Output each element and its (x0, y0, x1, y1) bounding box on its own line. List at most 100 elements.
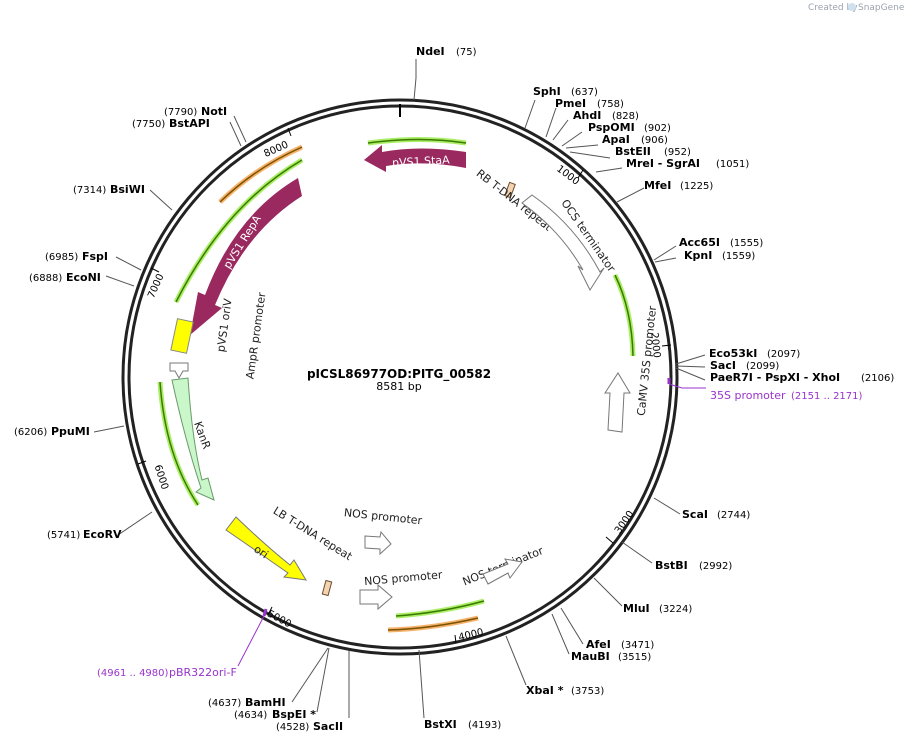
svg-text:(828): (828) (612, 111, 639, 122)
site-apaI[interactable]: ApaI (906) (602, 133, 668, 146)
feature-camv-label: CaMV 35S promoter (635, 305, 660, 417)
svg-text:(6985): (6985) (45, 252, 78, 263)
svg-text:(5741): (5741) (47, 530, 80, 541)
site-xbaI[interactable]: XbaI * (3753) (526, 684, 604, 697)
svg-text:(4193): (4193) (468, 720, 501, 731)
tick-2000: 2000 (648, 332, 672, 359)
site-leaders (93, 59, 706, 719)
svg-text:KpnI: KpnI (684, 249, 712, 262)
svg-text:(2106): (2106) (861, 373, 894, 384)
orf-bottom-green (395, 598, 485, 619)
primer-pBR322ori[interactable]: (4961 .. 4980) pBR322ori-F (97, 608, 268, 679)
orf-repA (173, 157, 304, 304)
site-pspOMI[interactable]: PspOMI(902) (588, 121, 671, 134)
site-mfeI[interactable]: MfeI(1225) (644, 179, 713, 192)
site-notI[interactable]: (7790)NotI (164, 105, 227, 118)
feature-ampr[interactable] (169, 362, 189, 380)
feature-repA[interactable] (190, 178, 302, 335)
svg-text:SphI: SphI (533, 85, 561, 98)
feature-nosp2-label: NOS promoter (364, 568, 444, 588)
svg-text:XbaI *: XbaI * (526, 684, 564, 697)
site-ndeI[interactable]: NdeI (75) (416, 45, 477, 58)
site-eco53kI[interactable]: Eco53kI(2097) (709, 347, 800, 360)
svg-text:(7314): (7314) (73, 185, 106, 196)
feature-ocs[interactable] (521, 194, 605, 292)
credit-brand: SnapGene (858, 3, 905, 13)
svg-text:SacII: SacII (313, 720, 343, 733)
svg-text:(4634): (4634) (234, 710, 267, 721)
site-sacI[interactable]: SacI(2099) (710, 359, 779, 372)
feature-staA[interactable] (364, 145, 466, 172)
backbone-outer (121, 98, 679, 656)
site-bsiWI[interactable]: (7314)BsiWI (73, 183, 145, 196)
snapgene-logo-icon (848, 3, 856, 11)
site-bstAPI[interactable]: (7750)BstAPI (132, 117, 210, 130)
site-acc65I[interactable]: Acc65I(1555) (679, 236, 763, 249)
site-bstXI[interactable]: BstXI (4193) (424, 718, 501, 731)
svg-text:(75): (75) (456, 47, 477, 58)
svg-text:BamHI: BamHI (245, 696, 286, 709)
svg-text:(3224): (3224) (659, 604, 692, 615)
site-ppuMI[interactable]: (6206)PpuMI (14, 425, 90, 438)
plasmid-length: 8581 bp (376, 380, 421, 393)
feature-camv35s[interactable] (604, 372, 631, 433)
site-ecoRV[interactable]: (5741)EcoRV (47, 528, 122, 541)
svg-text:(758): (758) (597, 99, 624, 110)
site-ecoNI[interactable]: (6888) EcoNI (29, 271, 101, 284)
site-afeI[interactable]: AfeI(3471) (586, 638, 654, 651)
svg-text:BstXI: BstXI (424, 718, 457, 731)
feature-ampr-label: AmpR promoter (243, 291, 268, 380)
svg-text:6000: 6000 (152, 464, 170, 492)
svg-text:(6888): (6888) (29, 273, 62, 284)
svg-text:(2744): (2744) (717, 510, 750, 521)
feature-oriV[interactable] (170, 318, 194, 354)
plasmid-name: pICSL86977OD:PITG_00582 (307, 367, 491, 382)
site-fspI[interactable]: (6985)FspI (45, 250, 108, 263)
svg-text:MfeI: MfeI (644, 179, 671, 192)
svg-text:(952): (952) (664, 147, 691, 158)
site-kpnI[interactable]: KpnI(1559) (684, 249, 755, 262)
site-sacII[interactable]: (4528)SacII (276, 720, 343, 733)
svg-text:(3515): (3515) (618, 652, 651, 663)
site-sphI[interactable]: SphI (637) (533, 85, 598, 98)
svg-text:NdeI: NdeI (416, 45, 445, 58)
svg-text:ApaI: ApaI (602, 133, 630, 146)
feature-staA-label: pVS1 StaA (392, 153, 451, 169)
svg-text:(2099): (2099) (746, 361, 779, 372)
site-mauBI[interactable]: MauBI(3515) (571, 650, 651, 663)
feature-ori[interactable] (225, 516, 307, 581)
svg-text:(906): (906) (641, 135, 668, 146)
svg-text:1000: 1000 (554, 164, 581, 188)
primer-35S[interactable]: 35S promoter (2151 .. 2171) (667, 378, 863, 402)
feature-nosp1-label: NOS promoter (343, 506, 423, 527)
svg-text:(3753): (3753) (571, 686, 604, 697)
svg-text:(637): (637) (571, 87, 598, 98)
feature-nosp2[interactable] (359, 583, 393, 611)
feature-lb[interactable] (321, 579, 333, 597)
site-bstBI[interactable]: BstBI(2992) (655, 559, 732, 572)
feature-nosp1[interactable] (364, 530, 392, 556)
svg-text:PmeI: PmeI (555, 97, 586, 110)
feature-rb[interactable] (504, 181, 516, 199)
feature-nost[interactable] (482, 558, 523, 585)
svg-text:(1555): (1555) (730, 238, 763, 249)
svg-text:NotI: NotI (201, 105, 227, 118)
svg-text:AfeI: AfeI (586, 638, 611, 651)
site-pmeI[interactable]: PmeI (758) (555, 97, 624, 110)
svg-text:(2992): (2992) (699, 561, 732, 572)
site-bstEII[interactable]: BstEII(952) (615, 145, 691, 158)
feature-lb-label: LB T-DNA repeat (271, 504, 355, 563)
feature-kanr[interactable] (171, 377, 215, 501)
site-paeR7I-pspXI-xhoI[interactable]: PaeR7I - PspXI - XhoI(2106) (710, 371, 894, 384)
site-ahdI[interactable]: AhdI(828) (573, 109, 639, 122)
svg-text:BspEI *: BspEI * (272, 708, 316, 721)
site-bspEI[interactable]: (4634) BspEI * (234, 708, 316, 721)
svg-text:EcoNI: EcoNI (66, 271, 101, 284)
svg-text:(902): (902) (644, 123, 671, 134)
credit-prefix: Created by (808, 3, 858, 13)
site-bamHI[interactable]: (4637)BamHI (208, 696, 286, 709)
site-mluI[interactable]: MluI(3224) (623, 602, 692, 615)
site-scaI[interactable]: ScaI(2744) (682, 508, 750, 521)
site-mreI-sgrAI[interactable]: MreI - SgrAI(1051) (626, 157, 749, 170)
svg-text:EcoRV: EcoRV (83, 528, 122, 541)
